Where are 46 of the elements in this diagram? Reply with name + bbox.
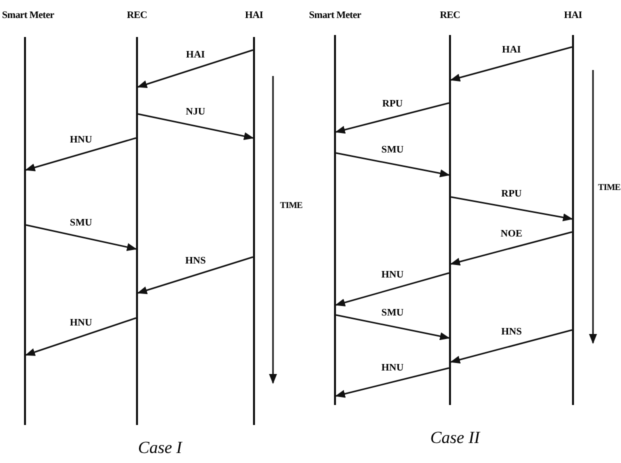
edge-label: HNU [68, 134, 94, 146]
message-arrow [450, 46, 572, 82]
lifeline [24, 37, 26, 425]
lifeline-header: Smart Meter [2, 10, 54, 21]
edge-label: HNU [380, 270, 405, 280]
message-arrow [450, 329, 572, 364]
message-arrow [336, 314, 450, 340]
edge-label: HNS [184, 256, 207, 266]
case-caption: Case II [430, 428, 480, 448]
lifeline-header: HAI [564, 10, 582, 21]
lifeline-header: REC [126, 10, 148, 21]
edge-label: HNU [380, 362, 405, 374]
edge-label: NJU [184, 106, 206, 118]
edge-label: HNU [68, 317, 94, 328]
message-arrow [450, 196, 573, 222]
edge-label: SMU [380, 307, 405, 318]
lifeline-header: REC [440, 10, 460, 21]
message-arrow [335, 102, 450, 134]
lifeline [334, 35, 336, 405]
axis-label: TIME [598, 182, 620, 192]
edge-label: HAI [501, 44, 522, 55]
message-arrow [26, 224, 137, 251]
edge-label: NOE [500, 228, 524, 240]
message-arrow [335, 272, 450, 306]
lifeline-header: Smart Meter [309, 10, 361, 21]
edge-label: RPU [500, 188, 523, 200]
message-arrow [137, 256, 254, 294]
lifeline [253, 37, 255, 425]
message-arrow [25, 317, 136, 356]
message-arrow [450, 231, 572, 266]
edge-label: SMU [68, 218, 94, 228]
edge-label: HNS [500, 326, 523, 338]
message-arrow [138, 113, 254, 140]
lifeline [449, 35, 451, 405]
case-caption: Case I [138, 438, 182, 458]
lifeline [136, 37, 138, 425]
lifeline-header: HAI [245, 10, 263, 21]
edge-label: HAI [185, 49, 206, 60]
axis-label: TIME [280, 200, 302, 210]
message-arrow [336, 152, 450, 178]
edge-label: SMU [380, 144, 405, 156]
lifeline [572, 35, 574, 405]
edge-label: RPU [381, 98, 404, 109]
message-arrow [335, 367, 450, 398]
message-arrow [25, 137, 136, 172]
message-arrow [137, 49, 254, 88]
